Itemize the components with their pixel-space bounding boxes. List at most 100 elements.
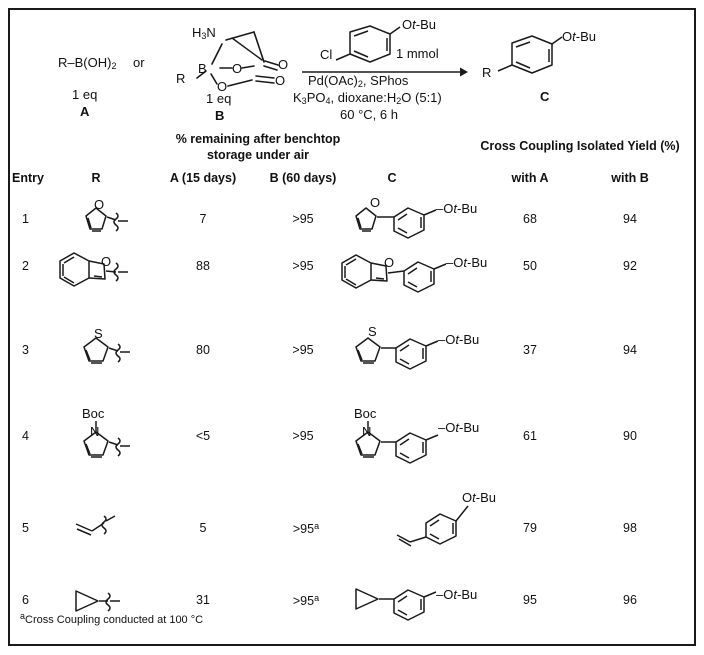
mida-b-label: B [198, 61, 207, 76]
product-structure-row1 [350, 198, 500, 242]
column-header-with-a: with A [511, 171, 549, 185]
cell-a-days: 88 [196, 259, 210, 273]
product-otbu-label: Ot-Bu [562, 29, 596, 44]
product-structure [492, 32, 572, 78]
product-structure-row6 [350, 581, 510, 623]
footnote-text: Cross Coupling conducted at 100 °C [25, 614, 204, 626]
r-group-structure-thiophene [66, 329, 140, 375]
cell-a-days: 31 [196, 593, 210, 607]
mida-o-label-2: O [217, 79, 228, 94]
aryl-chloride-cl-label: Cl [320, 47, 333, 62]
product-boc-label: Boc [354, 406, 377, 421]
r-group-o-label: O [94, 197, 105, 212]
cell-yield-b: 94 [623, 212, 637, 226]
figure-frame: R–B(OH)2 1 eq A or [8, 8, 696, 646]
reagent-a-equivalents: 1 eq [72, 87, 98, 102]
stability-group-header-line2: storage under air [206, 148, 310, 162]
r-group-s-label: S [94, 326, 103, 341]
table-body: 1 O 7 >95 [10, 195, 694, 637]
product-r-label: R [482, 65, 492, 80]
mida-o-label-4: O [275, 73, 286, 88]
cell-entry: 6 [22, 593, 29, 607]
column-header-c: C [387, 171, 397, 185]
product-s-label: S [368, 324, 377, 339]
cell-yield-a: 68 [523, 212, 537, 226]
cell-entry: 5 [22, 521, 29, 535]
cell-b-days: >95 [292, 429, 314, 443]
product-otbu-label-row1: –Ot-Bu [436, 201, 478, 216]
cell-a-days: 7 [199, 212, 207, 226]
cell-b-days: >95 [292, 212, 314, 226]
product-otbu-label-row6: –Ot-Bu [436, 587, 478, 602]
cell-yield-b: 90 [623, 429, 637, 443]
reagent-b-label: B [215, 108, 225, 123]
table-row: 5 5 >95a [10, 490, 694, 577]
r-group-o-label: O [101, 254, 112, 269]
condition-line-3: 60 °C, 6 h [340, 107, 398, 122]
cell-yield-b: 98 [623, 521, 637, 535]
cell-entry: 3 [22, 343, 29, 357]
cell-yield-a: 50 [523, 259, 537, 273]
stability-group-header-line1: % remaining after benchtop [175, 132, 341, 146]
reagent-a-label: A [80, 104, 90, 119]
r-group-structure-furan [66, 200, 140, 242]
cell-yield-b: 92 [623, 259, 637, 273]
cell-a-days: 5 [199, 521, 207, 535]
cell-b-days: >95 [292, 343, 314, 357]
reaction-scheme: R–B(OH)2 1 eq A or [10, 10, 694, 130]
footnote-marker: a [20, 611, 26, 621]
reaction-arrow [302, 66, 470, 78]
mida-boronate-structure [170, 18, 300, 100]
cell-entry: 1 [22, 212, 29, 226]
cell-yield-b: 96 [623, 593, 637, 607]
column-header-entry: Entry [12, 171, 44, 185]
product-otbu-label-row3: –Ot-Bu [438, 332, 480, 347]
product-structure-row4 [350, 415, 510, 473]
mida-o-label-3: O [278, 57, 289, 72]
r-group-n-label: N [90, 424, 100, 439]
product-otbu-label-row5: Ot-Bu [462, 490, 496, 505]
table-row: 3 S 80 >95 [10, 321, 694, 401]
cell-a-days: 80 [196, 343, 210, 357]
cell-yield-a: 37 [523, 343, 537, 357]
cell-b-days: >95 [292, 259, 314, 273]
r-group-structure-pyrrole [66, 415, 140, 471]
r-group-structure-benzofuran [52, 243, 148, 303]
product-label: C [540, 89, 550, 104]
aryl-chloride-amount: 1 mmol [396, 46, 439, 61]
cell-yield-a: 95 [523, 593, 537, 607]
mida-r-label: R [176, 71, 186, 86]
reagent-b-equivalents: 1 eq [206, 91, 232, 106]
product-structure-row2 [336, 243, 506, 305]
r-group-structure-cyclopropyl [68, 581, 140, 621]
product-otbu-label-row2: –Ot-Bu [446, 255, 488, 270]
condition-line-1: Pd(OAc)2, SPhos [308, 73, 409, 89]
cell-entry: 2 [22, 259, 29, 273]
product-structure-row3 [350, 329, 505, 375]
cell-entry: 4 [22, 429, 29, 443]
column-header-r: R [91, 171, 101, 185]
condition-line-2: K3PO4, dioxane:H2O (5:1) [293, 90, 442, 106]
cell-a-days: <5 [195, 429, 211, 443]
product-o-label: O [384, 255, 395, 270]
column-header-a-days: A (15 days) [169, 171, 237, 185]
aryl-chloride-structure [330, 22, 410, 66]
product-n-label: N [362, 424, 372, 439]
cell-b-days: >95a [292, 521, 320, 536]
r-group-boc-label: Boc [82, 406, 105, 421]
mida-o-label-1: O [232, 61, 243, 76]
product-structure-row5 [396, 493, 526, 553]
column-header-b-days: B (60 days) [269, 171, 337, 185]
product-otbu-label-row4: –Ot-Bu [438, 420, 480, 435]
table-header: % remaining after benchtop storage under… [10, 130, 694, 198]
cell-b-days: >95a [292, 593, 320, 608]
column-header-with-b: with B [611, 171, 649, 185]
or-connector: or [133, 55, 145, 70]
product-o-label: O [370, 195, 381, 210]
cell-yield-a: 61 [523, 429, 537, 443]
yield-group-header: Cross Coupling Isolated Yield (%) [480, 139, 680, 153]
footnote: aCross Coupling conducted at 100 °C [20, 611, 203, 626]
table-row: 4 N Boc [10, 401, 694, 501]
table-row: 2 [10, 243, 694, 321]
